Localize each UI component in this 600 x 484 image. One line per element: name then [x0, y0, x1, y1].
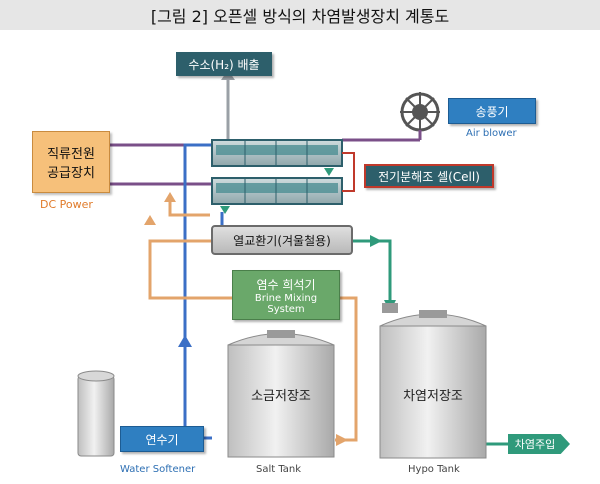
brine-arrow-left — [144, 215, 156, 225]
brine-en-line1: Brine Mixing — [254, 292, 318, 304]
cell-text: 전기분해조 셀(Cell) — [378, 169, 480, 184]
brine-en-line2: System — [267, 303, 305, 315]
blower-en-label: Air blower — [466, 128, 517, 139]
salt-tank-en-label: Salt Tank — [256, 464, 302, 475]
brine-feed-pipe — [168, 200, 210, 217]
brine-mixing-box: 염수 희석기 Brine Mixing System — [232, 270, 340, 320]
blower-kr-text: 송풍기 — [475, 104, 509, 119]
hypo-tank-en-label: Hypo Tank — [408, 464, 460, 475]
water-pipe-arrow — [178, 335, 192, 347]
hypo-arrow-right — [370, 235, 382, 247]
dc-kr-line2: 공급장치 — [47, 166, 95, 181]
blower-fan-icon — [400, 92, 440, 132]
hypo-tank-kr-text: 차염저장조 — [403, 388, 463, 404]
cell-bottom-flow-arrow — [220, 206, 230, 214]
heat-exchanger — [211, 225, 353, 255]
brine-arrow-up — [164, 192, 176, 202]
cell-label: 전기분해조 셀(Cell) — [364, 164, 494, 188]
softener-tank — [77, 375, 115, 457]
dc-power-box: 직류전원 공급장치 — [32, 131, 110, 193]
softener-kr-text: 연수기 — [145, 432, 179, 447]
hypo-tank-port — [382, 303, 398, 313]
brine-return-pipe — [148, 239, 232, 300]
cell-side-bracket — [342, 152, 355, 192]
heat-exchanger-label: 열교환기(겨울철용) — [212, 226, 352, 254]
heat-exchanger-text: 열교환기(겨울철용) — [233, 233, 331, 248]
hypo-tank-text-box: 차염저장조 — [380, 384, 486, 404]
output-text: 차염주입 — [514, 438, 556, 451]
salt-tank-text-box: 소금저장조 — [228, 384, 334, 404]
output-arrow: 차염주입 — [508, 434, 570, 454]
hypo-pipe — [352, 239, 392, 302]
cell-top-flow-arrow — [324, 168, 334, 176]
softener-en-label: Water Softener — [120, 464, 196, 475]
cell-bottom-electrodes — [216, 183, 338, 193]
softener-label: 연수기 — [120, 426, 204, 452]
brine-kr-text: 염수 희석기 — [256, 277, 316, 292]
water-pipe — [183, 143, 212, 440]
blower-label: 송풍기 — [448, 98, 536, 124]
hydrogen-text: 수소(H₂) 배출 — [188, 57, 260, 72]
salt-brine-arrow — [336, 434, 348, 446]
dc-kr-line1: 직류전원 — [47, 147, 95, 162]
salt-tank-lid — [267, 330, 295, 338]
figure-title: [그림 2] 오픈셀 방식의 차염발생장치 계통도 — [0, 0, 600, 30]
salt-tank-kr-text: 소금저장조 — [251, 388, 311, 404]
salt-tank — [227, 344, 335, 458]
cell-top-electrodes — [216, 145, 338, 155]
hypo-tank — [379, 325, 487, 459]
dc-en-label: DC Power — [40, 198, 93, 211]
softener-tank-cap — [77, 370, 115, 382]
hypo-tank-lid — [419, 310, 447, 318]
hydrogen-label: 수소(H₂) 배출 — [176, 52, 272, 76]
